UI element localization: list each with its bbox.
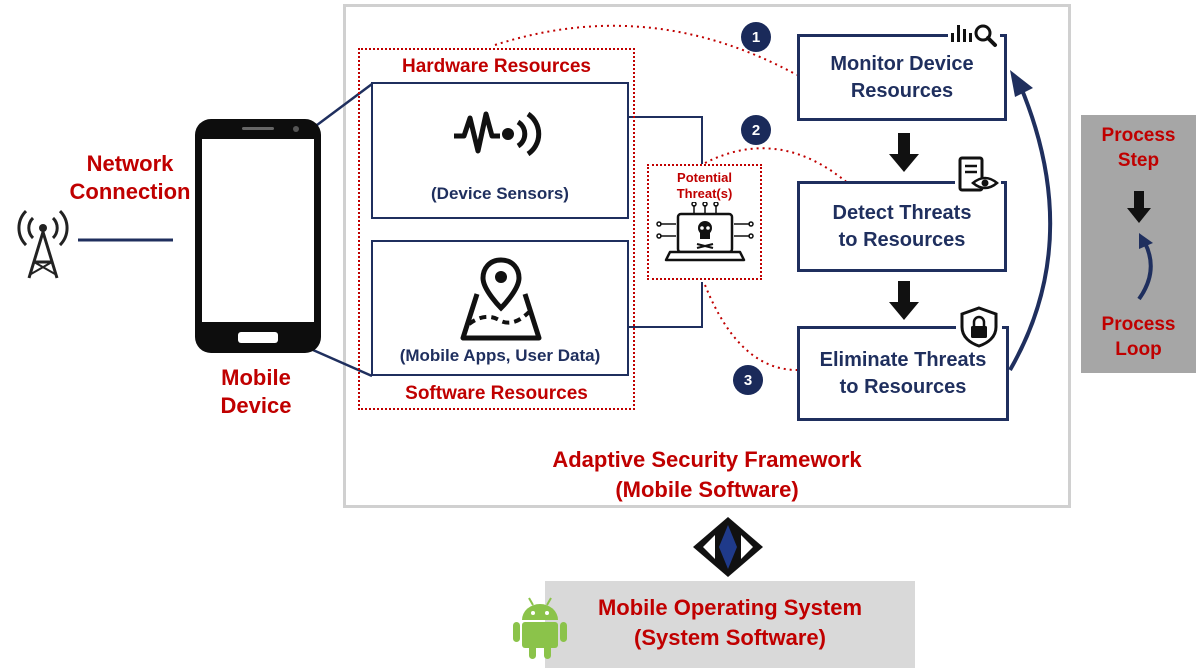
framework-frame	[343, 4, 1071, 508]
step-number-badge: 1	[741, 22, 771, 52]
phone-to-software-line	[312, 348, 373, 378]
map-pin-icon	[460, 257, 542, 341]
software-to-threat-line	[628, 282, 703, 328]
step-number-badge: 3	[733, 365, 763, 395]
mobile-device-label: Mobile Device	[220, 365, 292, 418]
hardware-resources-box: (Device Sensors)	[371, 82, 629, 219]
android-icon	[513, 597, 567, 659]
document-eye-icon	[955, 155, 1001, 197]
smartphone-icon	[195, 119, 321, 353]
hardware-caption: (Device Sensors)	[431, 184, 569, 203]
monitor-chart-icon	[948, 21, 1000, 47]
hardware-to-threat-line	[628, 116, 703, 165]
potential-threat-box: Potential Threat(s)	[647, 164, 762, 280]
operating-system-box: Mobile Operating System (System Software…	[545, 581, 915, 668]
process-loop-arrow	[1008, 84, 1053, 371]
resources-group	[358, 48, 635, 410]
step-number-badge: 2	[741, 115, 771, 145]
legend-loop-label: Process Loop	[1101, 314, 1176, 360]
phone-to-hardware-line	[312, 82, 373, 130]
legend-panel: Process Step Process Loop	[1081, 115, 1196, 373]
legend-loop-arrow	[1137, 233, 1153, 301]
eliminate-dotted-curve	[704, 284, 801, 372]
software-caption: (Mobile Apps, User Data)	[399, 346, 601, 365]
hardware-resources-title: Hardware Resources	[401, 56, 592, 77]
detect-dotted-curve	[704, 147, 851, 186]
operating-system-label: Mobile Operating System (System Software…	[597, 595, 863, 650]
step-arrow-1	[889, 133, 919, 172]
shield-lock-icon	[956, 305, 1002, 349]
software-resources-box: (Mobile Apps, User Data)	[371, 240, 629, 376]
software-resources-title: Software Resources	[405, 383, 588, 404]
process-loop-arrowhead	[1010, 70, 1033, 97]
monitor-dotted-curve	[494, 24, 798, 76]
legend-step-label: Process Step	[1101, 125, 1176, 171]
monitor-step-box: Monitor Device Resources	[797, 34, 1007, 121]
sensor-waves-icon	[454, 111, 542, 156]
potential-threat-label: Potential Threat(s)	[676, 170, 733, 201]
network-connection-label: Network Connection	[69, 151, 191, 204]
antenna-icon	[17, 209, 69, 279]
framework-title: Adaptive Security Framework (Mobile Soft…	[552, 447, 862, 502]
step-arrow-2	[889, 281, 919, 320]
legend-step-arrow	[1127, 191, 1151, 223]
hacker-laptop-icon	[656, 202, 754, 262]
bidirectional-arrow-icon	[693, 517, 763, 577]
